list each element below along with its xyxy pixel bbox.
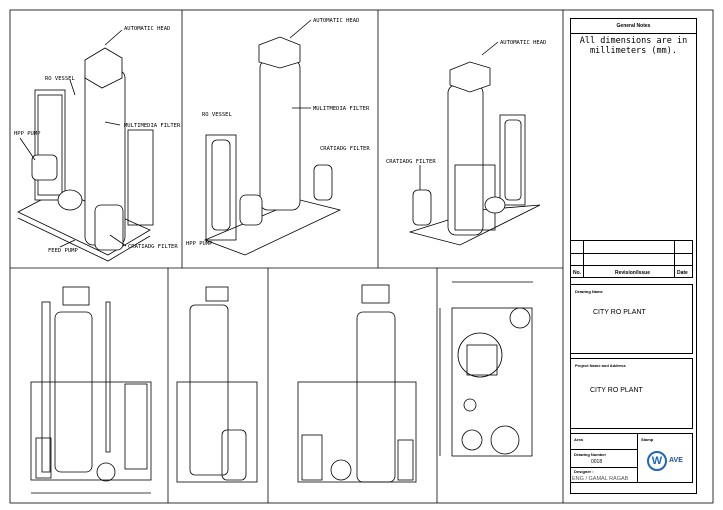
label-automatic-head: AUTOMATIC HEAD (124, 26, 170, 32)
stamp-label: Stamp (641, 437, 654, 442)
drawing-number-label: Drawing Number (574, 452, 607, 457)
general-notes-text: All dimensions are in millimeters (mm). (579, 36, 688, 56)
designer-label: Designer : (574, 469, 594, 474)
label-cartridge-filter: CRATIADG FILTER (320, 146, 370, 152)
label-ro-vessel: RO VESSEL (202, 112, 232, 118)
label-multimedia-filter: MULITMEDIA FILTER (313, 106, 370, 112)
label-automatic-head: AUTOMATIC HEAD (313, 18, 359, 24)
label-feed-pump: FEED PUMP (48, 248, 78, 254)
area-label: Area (574, 437, 583, 442)
label-ro-vessel: RO VESSEL (45, 76, 75, 82)
plan-view (439, 281, 533, 457)
project-name: CITY RO PLANT (590, 387, 643, 394)
general-notes-title: General Notes (571, 19, 696, 34)
isometric-view-2: AUTOMATIC HEAD RO VESSEL MULITMEDIA FILT… (186, 18, 370, 256)
label-hpp-pump: HPP PUMP (186, 241, 213, 247)
label-hpp-pump: HPP PUMP (14, 131, 41, 137)
sheet-border (9, 9, 714, 504)
label-automatic-head: AUTOMATIC HEAD (500, 40, 546, 46)
label-multimedia-filter: MULTIMEDIA FILTER (124, 123, 181, 129)
project-box: Project Name and Address CITY RO PLANT (570, 358, 693, 429)
wave-logo: W (647, 451, 667, 471)
rev-no-header: No. (573, 270, 582, 276)
info-box: Area Stamp Drawing Number 0018 Designer … (570, 433, 693, 483)
front-view (30, 286, 152, 494)
revision-table: No. Revision/Issue Date (570, 240, 693, 278)
rev-issue-header: Revision/Issue (615, 270, 651, 276)
label-cartridge-filter: CRATIADG FILTER (386, 159, 436, 165)
drawing-name: CITY RO PLANT (593, 309, 646, 316)
drawing-name-box: Drawing Name CITY RO PLANT (570, 284, 693, 354)
drawing-number: 0018 (591, 459, 603, 465)
side-view (176, 286, 258, 483)
logo-text: AVE (669, 457, 683, 464)
rev-date-header: Date (677, 270, 688, 276)
drawing-name-label: Drawing Name (575, 289, 603, 294)
isometric-view-3: AUTOMATIC HEAD CRATIADG FILTER (386, 40, 546, 246)
label-cartridge-filter: CRATIADG FILTER (128, 244, 178, 250)
rear-view (297, 284, 417, 483)
isometric-view-1: AUTOMATIC HEAD RO VESSEL HPP PUMP MULTIM… (14, 26, 181, 262)
project-label: Project Name and Address (575, 363, 626, 368)
designer-name: ENG / GAMAL RAGAB (572, 476, 629, 482)
